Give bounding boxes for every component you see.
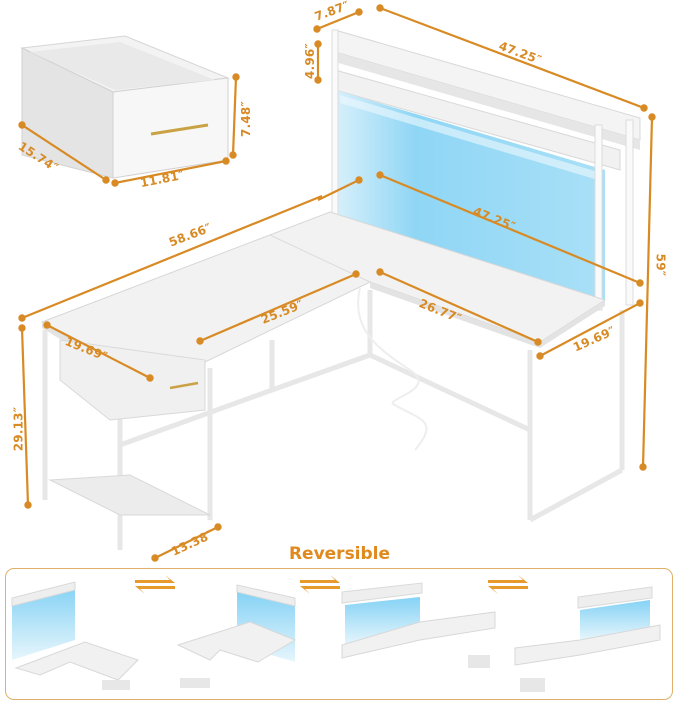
swap-arrows-icon: [488, 575, 528, 594]
mini-desk-2: [176, 584, 297, 688]
reversible-configs-panel: [5, 568, 673, 700]
mini-desk-1: [11, 581, 139, 690]
total-height-label: 59″: [653, 253, 668, 277]
drawer-height-label: 7.48″: [238, 101, 253, 137]
hutch-shelf-gap-label: 4.96″: [302, 43, 317, 79]
dimension-lines: [18, 4, 656, 562]
mini-desk-4: [514, 586, 661, 692]
desk-height-label: 29.13″: [11, 406, 26, 452]
reversible-title: Reversible: [288, 544, 391, 564]
drawer-illustration: [20, 35, 230, 179]
mini-desk-3: [341, 582, 496, 668]
swap-arrows-icon: [135, 575, 175, 594]
hutch-illustration: [331, 29, 641, 311]
swap-arrows-icon: [300, 575, 340, 594]
